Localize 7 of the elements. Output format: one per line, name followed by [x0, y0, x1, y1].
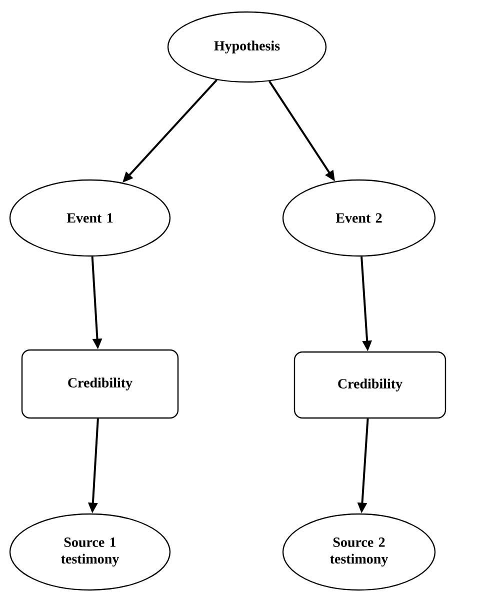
ellipse-node: Source 1 testimony [9, 513, 171, 591]
ellipse-node: Event 2 [282, 179, 436, 257]
ellipse-node: Event 1 [9, 179, 171, 257]
ellipse-node: Source 2 testimony [282, 513, 436, 591]
ellipse-node: Hypothesis [167, 11, 327, 83]
rounded-box: Credibility [21, 349, 179, 419]
rounded-box: Credibility [294, 351, 446, 419]
